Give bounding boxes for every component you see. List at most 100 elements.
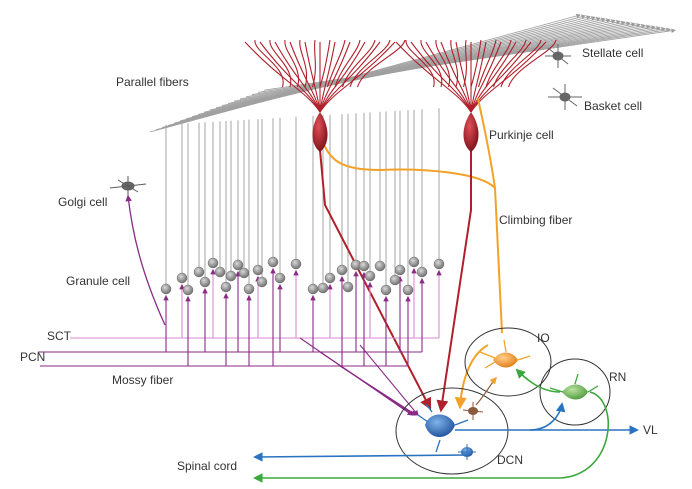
purkinje-dendrite	[470, 41, 547, 113]
granule-cell	[193, 266, 205, 278]
purkinje-dendrite	[470, 41, 517, 113]
purkinje-dendrite	[254, 39, 284, 88]
mossy-fibers	[38, 267, 442, 416]
purkinje-dendrite	[269, 39, 292, 88]
granule-cell	[243, 283, 255, 295]
purkinje-dendrite	[470, 39, 482, 88]
granule-cell	[364, 270, 376, 282]
granule-cell	[317, 282, 329, 294]
purkinje-dendrite	[450, 39, 459, 88]
io-neuron	[479, 339, 531, 369]
purkinje-dendrite	[319, 41, 366, 113]
granule-cell	[256, 276, 268, 288]
purkinje-dendrite	[319, 41, 336, 113]
label-spinal-cord: Spinal cord	[177, 459, 237, 473]
label-climbing-fiber: Climbing fiber	[499, 213, 572, 227]
dcn-neuron-large	[417, 403, 469, 453]
basket-cell	[548, 84, 582, 110]
purkinje-dendrite	[356, 39, 406, 88]
purkinje-dendrite	[462, 39, 467, 88]
label-basket-cell: Basket cell	[584, 99, 642, 113]
granule-cell	[252, 264, 264, 276]
purkinje-dendrites	[244, 39, 557, 113]
purkinje-dendrite	[440, 41, 472, 113]
granule-cell	[176, 272, 188, 284]
purkinje-dendrite	[259, 41, 321, 113]
purkinje-dendrite	[455, 41, 472, 113]
purkinje-dendrite	[470, 41, 502, 113]
parallel-fiber	[197, 19, 621, 115]
granule-cell	[214, 266, 226, 278]
label-parallel-fibers: Parallel fibers	[116, 75, 189, 89]
granule-cell	[416, 266, 428, 278]
granule-cell	[394, 264, 406, 276]
purkinje-dendrite	[274, 41, 321, 113]
granule-axons	[165, 108, 440, 285]
purkinje-dendrite	[507, 39, 557, 88]
purkinje-dendrite	[319, 41, 381, 113]
purkinje-dendrite	[485, 39, 512, 88]
purkinje-dendrite	[405, 39, 435, 88]
granule-cell	[433, 258, 445, 270]
label-sct: SCT	[47, 329, 72, 343]
purkinje-dendrite	[410, 41, 472, 113]
granule-cell	[389, 274, 401, 286]
label-golgi-cell: Golgi cell	[58, 195, 107, 209]
label-mossy-fiber: Mossy fiber	[112, 373, 173, 387]
label-vl: VL	[643, 423, 658, 437]
labels: Parallel fibers Stellate cell Basket cel…	[20, 46, 658, 473]
purkinje-dendrite	[326, 39, 346, 88]
stellate-cell	[545, 44, 571, 68]
brown-neuron	[462, 376, 497, 420]
purkinje-dendrite	[289, 41, 321, 113]
granule-cell	[207, 257, 219, 269]
label-stellate-cell: Stellate cell	[582, 46, 643, 60]
rn-neuron	[549, 373, 599, 400]
granule-cell	[225, 270, 237, 282]
granule-cell	[307, 283, 319, 295]
purkinje-dendrite	[334, 39, 361, 88]
nuclei-outlines	[395, 327, 611, 475]
granule-cell	[199, 276, 211, 288]
purkinje-dendrite	[477, 39, 497, 88]
purkinje-dendrite	[299, 39, 308, 88]
granule-cell	[267, 256, 279, 268]
output-pathways	[253, 368, 639, 483]
purkinje-dendrite	[470, 41, 532, 113]
label-rn: RN	[609, 370, 626, 384]
io-nucleus	[464, 327, 552, 397]
granule-cell	[238, 267, 250, 279]
granule-cells	[160, 256, 445, 296]
granule-cell	[408, 256, 420, 268]
purkinje-dendrite	[304, 41, 321, 113]
dcn-neuron-small	[458, 444, 476, 460]
purkinje-dendrite	[470, 41, 487, 113]
golgi-cell	[109, 176, 147, 196]
label-dcn: DCN	[497, 453, 523, 467]
granule-cell	[358, 260, 370, 272]
golgi-mossy-link	[125, 194, 166, 326]
purkinje-dendrite	[319, 41, 396, 113]
granule-cell	[380, 284, 392, 296]
granule-cell	[290, 258, 302, 270]
climbing-fiber	[321, 97, 503, 410]
granule-cell	[336, 264, 348, 276]
granule-cell	[160, 283, 172, 295]
purkinje-axons	[319, 149, 472, 413]
parallel-fiber	[263, 28, 676, 91]
granule-cell	[324, 272, 336, 284]
purkinje-dendrite	[319, 39, 331, 88]
purkinje-dendrite	[420, 39, 443, 88]
parallel-fibers	[149, 13, 676, 133]
mossy-collateral	[339, 365, 417, 416]
purkinje-dendrite	[425, 41, 472, 113]
granule-cell	[182, 284, 194, 296]
purkinje-dendrite	[284, 39, 300, 88]
purkinje-dendrite	[311, 39, 316, 88]
purkinje-cell-bodies	[312, 112, 479, 152]
mossy-collateral	[359, 344, 419, 416]
purkinje-dendrite	[319, 41, 351, 113]
label-purkinje-cell: Purkinje cell	[489, 128, 554, 142]
granule-cell	[402, 284, 414, 296]
